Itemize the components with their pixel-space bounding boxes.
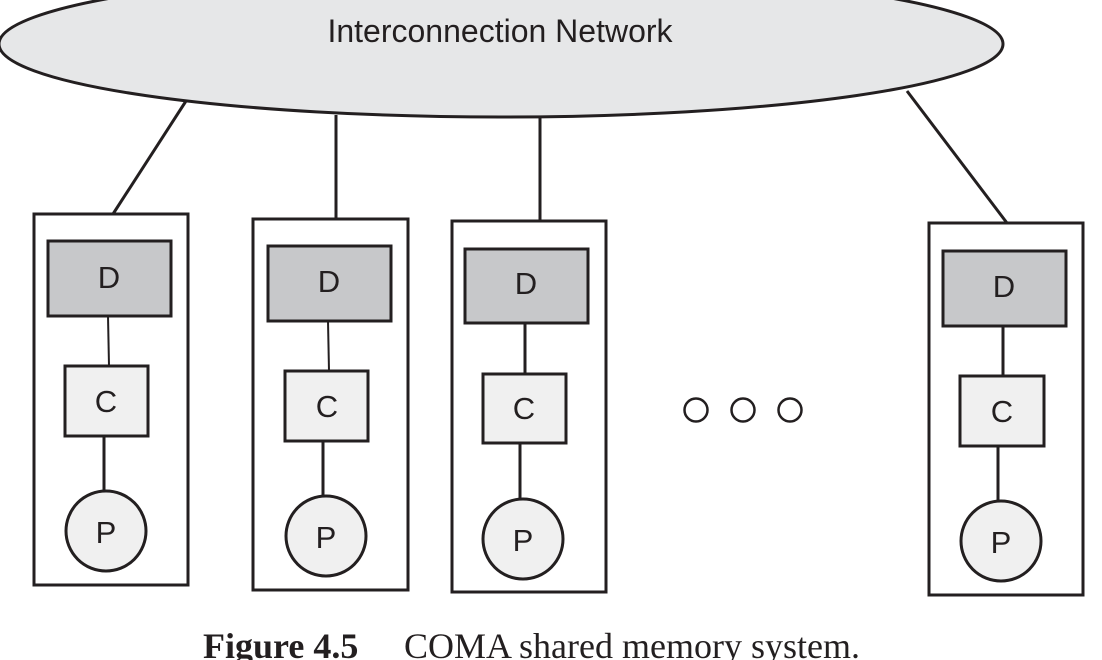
cache-label: C bbox=[316, 389, 338, 424]
directory-label: D bbox=[993, 269, 1015, 304]
network-label: Interconnection Network bbox=[327, 13, 673, 49]
node-3: D C P bbox=[450, 219, 608, 594]
node-1: D C P bbox=[32, 212, 190, 587]
directory-block bbox=[463, 247, 590, 325]
cache-label: C bbox=[95, 384, 117, 419]
caption-figure-number: Figure 4.5 bbox=[203, 626, 358, 660]
processor-circle bbox=[481, 497, 565, 581]
cache-block bbox=[958, 374, 1046, 448]
cache-block bbox=[283, 369, 370, 443]
caption-text: COMA shared memory system. bbox=[404, 626, 860, 660]
processor-label: P bbox=[316, 520, 337, 555]
link-node-1 bbox=[111, 100, 188, 215]
link-node-4 bbox=[905, 90, 1009, 224]
processor-label: P bbox=[991, 525, 1012, 560]
node-2: D C P bbox=[251, 217, 410, 592]
cache-block bbox=[481, 372, 568, 445]
directory-block bbox=[266, 244, 393, 323]
network-ellipse bbox=[0, 0, 1005, 119]
directory-block bbox=[46, 239, 173, 318]
figure-caption: Figure 4.5 COMA shared memory system. bbox=[203, 626, 860, 660]
network-links bbox=[111, 90, 1009, 224]
dc-link bbox=[107, 315, 110, 367]
processor-circle bbox=[959, 499, 1043, 583]
processor-label: P bbox=[96, 515, 117, 550]
directory-label: D bbox=[515, 266, 537, 301]
directory-label: D bbox=[318, 264, 340, 299]
directory-label: D bbox=[98, 260, 120, 295]
processor-label: P bbox=[513, 523, 534, 558]
ellipsis-dot bbox=[683, 397, 709, 423]
processor-circle bbox=[284, 494, 368, 578]
interconnection-network: Interconnection Network bbox=[0, 0, 1005, 119]
ellipsis-dot bbox=[730, 397, 756, 423]
directory-block bbox=[941, 249, 1068, 328]
node-4: D C P bbox=[927, 221, 1085, 597]
ellipsis-dot bbox=[777, 397, 803, 423]
processor-circle bbox=[64, 489, 148, 573]
dc-link bbox=[327, 320, 330, 372]
cache-block bbox=[63, 364, 150, 438]
cache-label: C bbox=[991, 394, 1013, 429]
cache-label: C bbox=[513, 391, 535, 426]
ellipsis-dots bbox=[683, 397, 803, 423]
